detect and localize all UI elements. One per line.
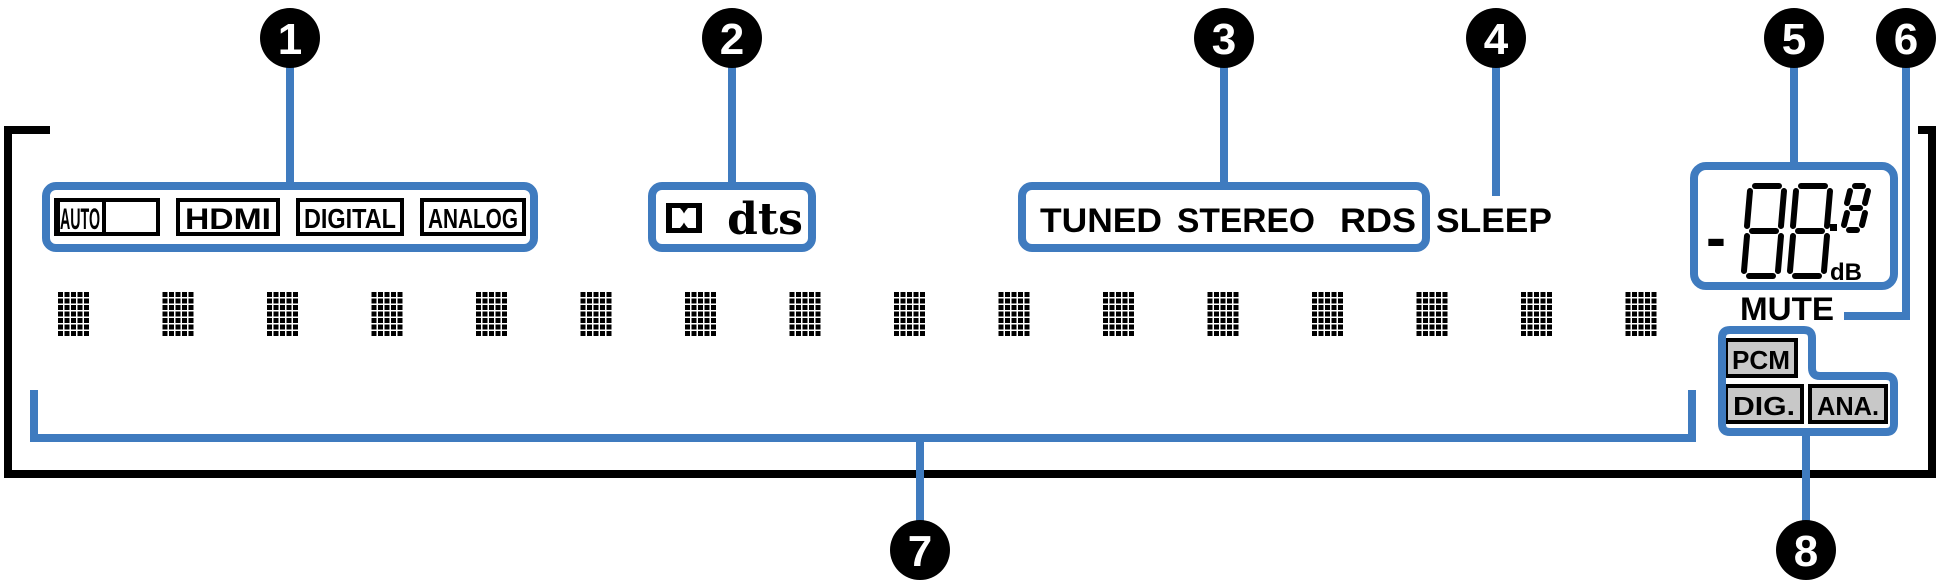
callout-bracket-7: [30, 390, 1696, 442]
pcm-indicator: PCM: [1732, 345, 1790, 375]
tuned-indicator: TUNED: [1040, 202, 1162, 240]
volume-digits: [1741, 183, 1871, 279]
character-cell: [1207, 292, 1239, 336]
character-cell: [58, 292, 89, 336]
callout-badge-5: 5: [1764, 8, 1824, 68]
information-display: [58, 292, 1657, 336]
auto-indicator: AUTO: [60, 203, 100, 236]
character-cell: [789, 292, 821, 336]
callout-number-6: 6: [1894, 15, 1918, 64]
callout-badge-2: 2: [702, 8, 762, 68]
callout-number-1: 1: [278, 15, 302, 64]
callout-badge-3: 3: [1194, 8, 1254, 68]
volume-digit: [1841, 183, 1871, 233]
tuner-indicators: TUNED STEREO RDS: [1040, 202, 1416, 240]
character-cell: [162, 292, 194, 336]
character-cell: [894, 292, 925, 336]
digital-indicator: DIGITAL: [304, 203, 396, 234]
volume-indicator: - dB: [1706, 183, 1871, 286]
character-cell: [998, 292, 1030, 336]
character-cell: [371, 292, 403, 336]
analog-indicator: ANALOG: [428, 203, 518, 234]
dolby-logo: [666, 203, 702, 233]
decoder-indicators: dts: [666, 194, 803, 245]
leader-6: [1844, 58, 1910, 320]
volume-decimal-point: [1830, 224, 1837, 231]
character-cell: [267, 292, 298, 336]
callout-number-4: 4: [1484, 15, 1509, 64]
volume-minus: -: [1706, 204, 1726, 271]
callout-badge-8: 8: [1776, 520, 1836, 580]
volume-digit: [1787, 183, 1833, 279]
callout-frame-8: [1718, 326, 1898, 436]
mute-indicator: MUTE: [1740, 291, 1834, 327]
callout-badge-4: 4: [1466, 8, 1526, 68]
character-cell: [580, 292, 612, 336]
sleep-indicator: SLEEP: [1436, 202, 1552, 240]
callout-number-3: 3: [1212, 15, 1236, 64]
character-cell: [476, 292, 507, 336]
stereo-indicator: STEREO: [1177, 202, 1315, 240]
character-cell: [685, 292, 716, 336]
volume-unit: dB: [1830, 259, 1862, 286]
callout-number-8: 8: [1794, 527, 1818, 576]
input-signal-indicators: PCM DIG. ANA.: [1724, 338, 1888, 424]
dig-indicator: DIG.: [1733, 391, 1795, 421]
callout-badge-7: 7: [890, 520, 950, 580]
callout-number-2: 2: [720, 15, 744, 64]
callout-badge-1: 1: [260, 8, 320, 68]
callout-number-5: 5: [1782, 15, 1806, 64]
callout-number-7: 7: [908, 527, 932, 576]
volume-digit: [1741, 183, 1787, 279]
character-cell: [1625, 292, 1657, 336]
character-cell: [1416, 292, 1448, 336]
character-cell: [1103, 292, 1134, 336]
dts-logo: dts: [727, 194, 803, 245]
input-mode-indicators: AUTO HDMI DIGITAL ANALOG: [54, 198, 526, 236]
callout-badge-6: 6: [1876, 8, 1936, 68]
hdmi-indicator: HDMI: [185, 203, 271, 236]
display-frame: [4, 126, 1936, 478]
character-cell: [1312, 292, 1343, 336]
character-cell: [1521, 292, 1552, 336]
rds-indicator: RDS: [1340, 202, 1416, 240]
ana-indicator: ANA.: [1817, 391, 1879, 421]
